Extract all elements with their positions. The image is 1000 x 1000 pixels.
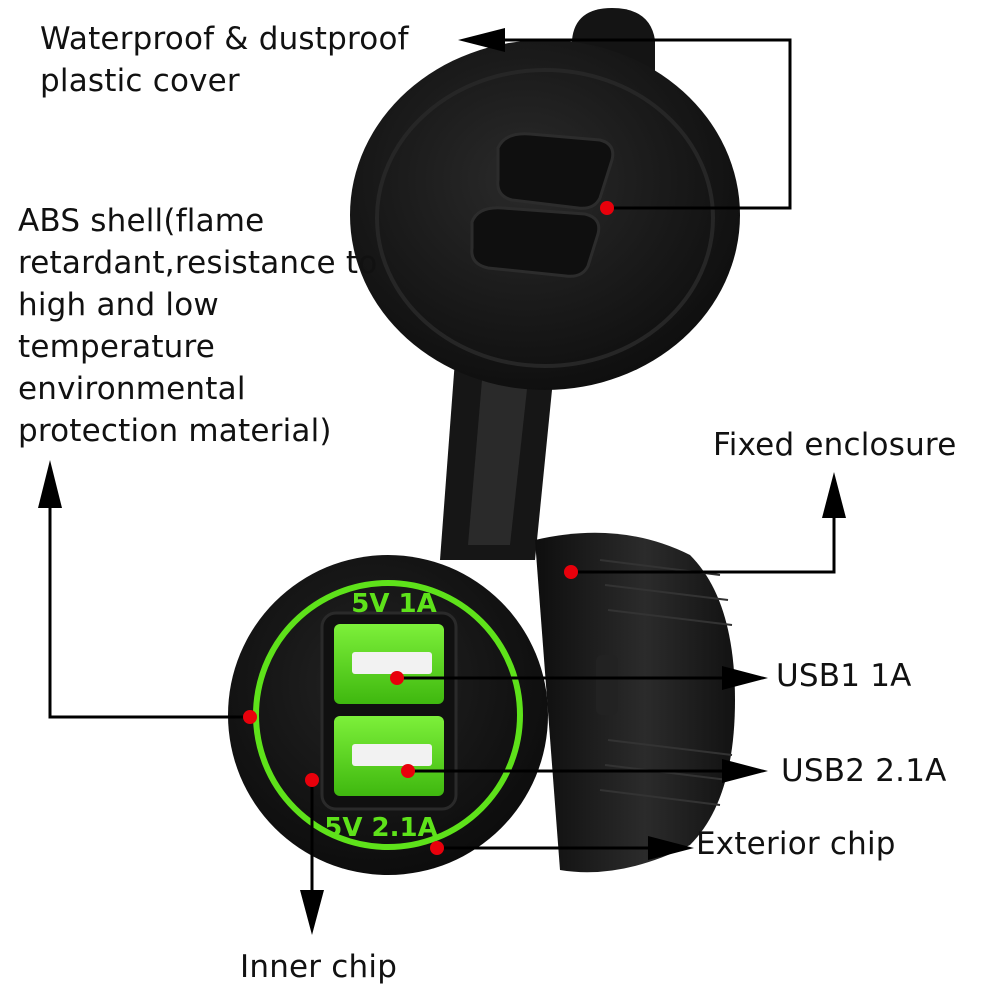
arrow-usb2 — [722, 759, 768, 783]
label-fixed-enclosure: Fixed enclosure — [713, 427, 957, 463]
label-cover-line-1: Waterproof & dustproof — [40, 21, 409, 57]
label-abs-line-3: high and low — [18, 287, 219, 323]
usb2-tongue — [352, 744, 432, 766]
arrow-inner — [300, 890, 324, 935]
label-usb2: USB2 2.1A — [781, 753, 947, 789]
marker-enclosure — [564, 565, 578, 579]
marker-cover — [600, 201, 614, 215]
label-abs-line-2: retardant,resistance to — [18, 245, 378, 281]
label-usb1: USB1 1A — [776, 658, 912, 694]
arrow-abs — [38, 460, 62, 508]
leader-cover — [500, 38, 792, 210]
label-abs-line-1: ABS shell(flame — [18, 203, 265, 239]
enclosure-clip — [596, 655, 618, 715]
label-abs-line-5: environmental — [18, 371, 246, 407]
marker-usb2 — [401, 764, 415, 778]
arrow-enclosure — [822, 472, 846, 518]
face-text-top: 5V 1A — [351, 589, 436, 619]
label-abs-shell: ABS shell(flame retardant,resistance to … — [18, 200, 377, 452]
label-abs-line-4: temperature — [18, 329, 216, 365]
arrow-cover — [458, 28, 505, 52]
label-abs-line-6: protection material) — [18, 413, 332, 449]
marker-usb1 — [390, 671, 404, 685]
usb1-tongue — [352, 652, 432, 674]
enclosure-ribs — [599, 559, 733, 806]
arrow-usb1 — [722, 666, 768, 690]
label-exterior-chip: Exterior chip — [696, 826, 896, 862]
leader-lines — [48, 38, 836, 895]
arrow-heads — [38, 28, 846, 935]
leader-abs — [48, 500, 250, 719]
leader-enclosure — [571, 510, 836, 574]
cover-plugs — [470, 132, 615, 278]
cover-inner-ring — [375, 68, 715, 368]
marker-abs — [243, 710, 257, 724]
enclosure-barrel — [535, 532, 735, 873]
face-text-bottom: 5V 2.1A — [324, 813, 437, 843]
label-inner-chip: Inner chip — [240, 949, 398, 985]
label-cover: Waterproof & dustproof plastic cover — [40, 18, 409, 102]
label-cover-line-2: plastic cover — [40, 63, 240, 99]
arrow-exterior — [648, 836, 694, 860]
marker-inner — [305, 773, 319, 787]
marker-exterior — [430, 841, 444, 855]
lid-strap-slot — [468, 380, 528, 545]
markers — [243, 201, 614, 855]
